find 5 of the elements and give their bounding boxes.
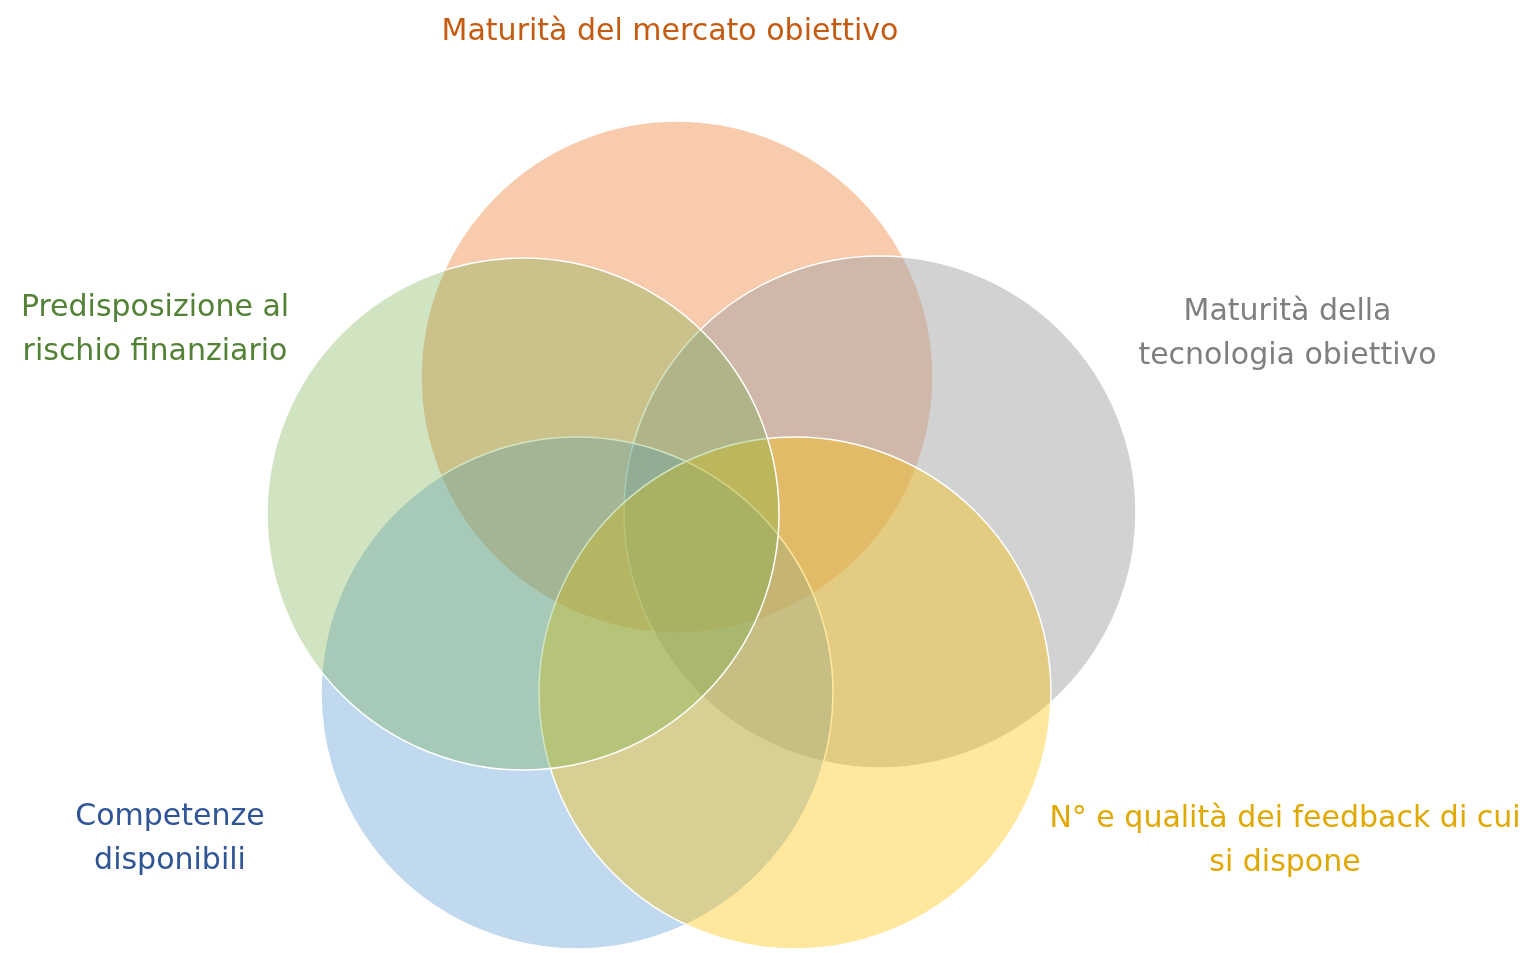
- circle-label: N° e qualità dei feedback di cui si dispone: [1048, 798, 1522, 880]
- circle-label: Predisposizione al rischio finanziario: [19, 287, 291, 369]
- circle-label: Maturità della tecnologia obiettivo: [1137, 291, 1438, 373]
- circle-label: Maturità del mercato obiettivo: [440, 11, 900, 49]
- circle-label: Competenze disponibili: [74, 796, 266, 878]
